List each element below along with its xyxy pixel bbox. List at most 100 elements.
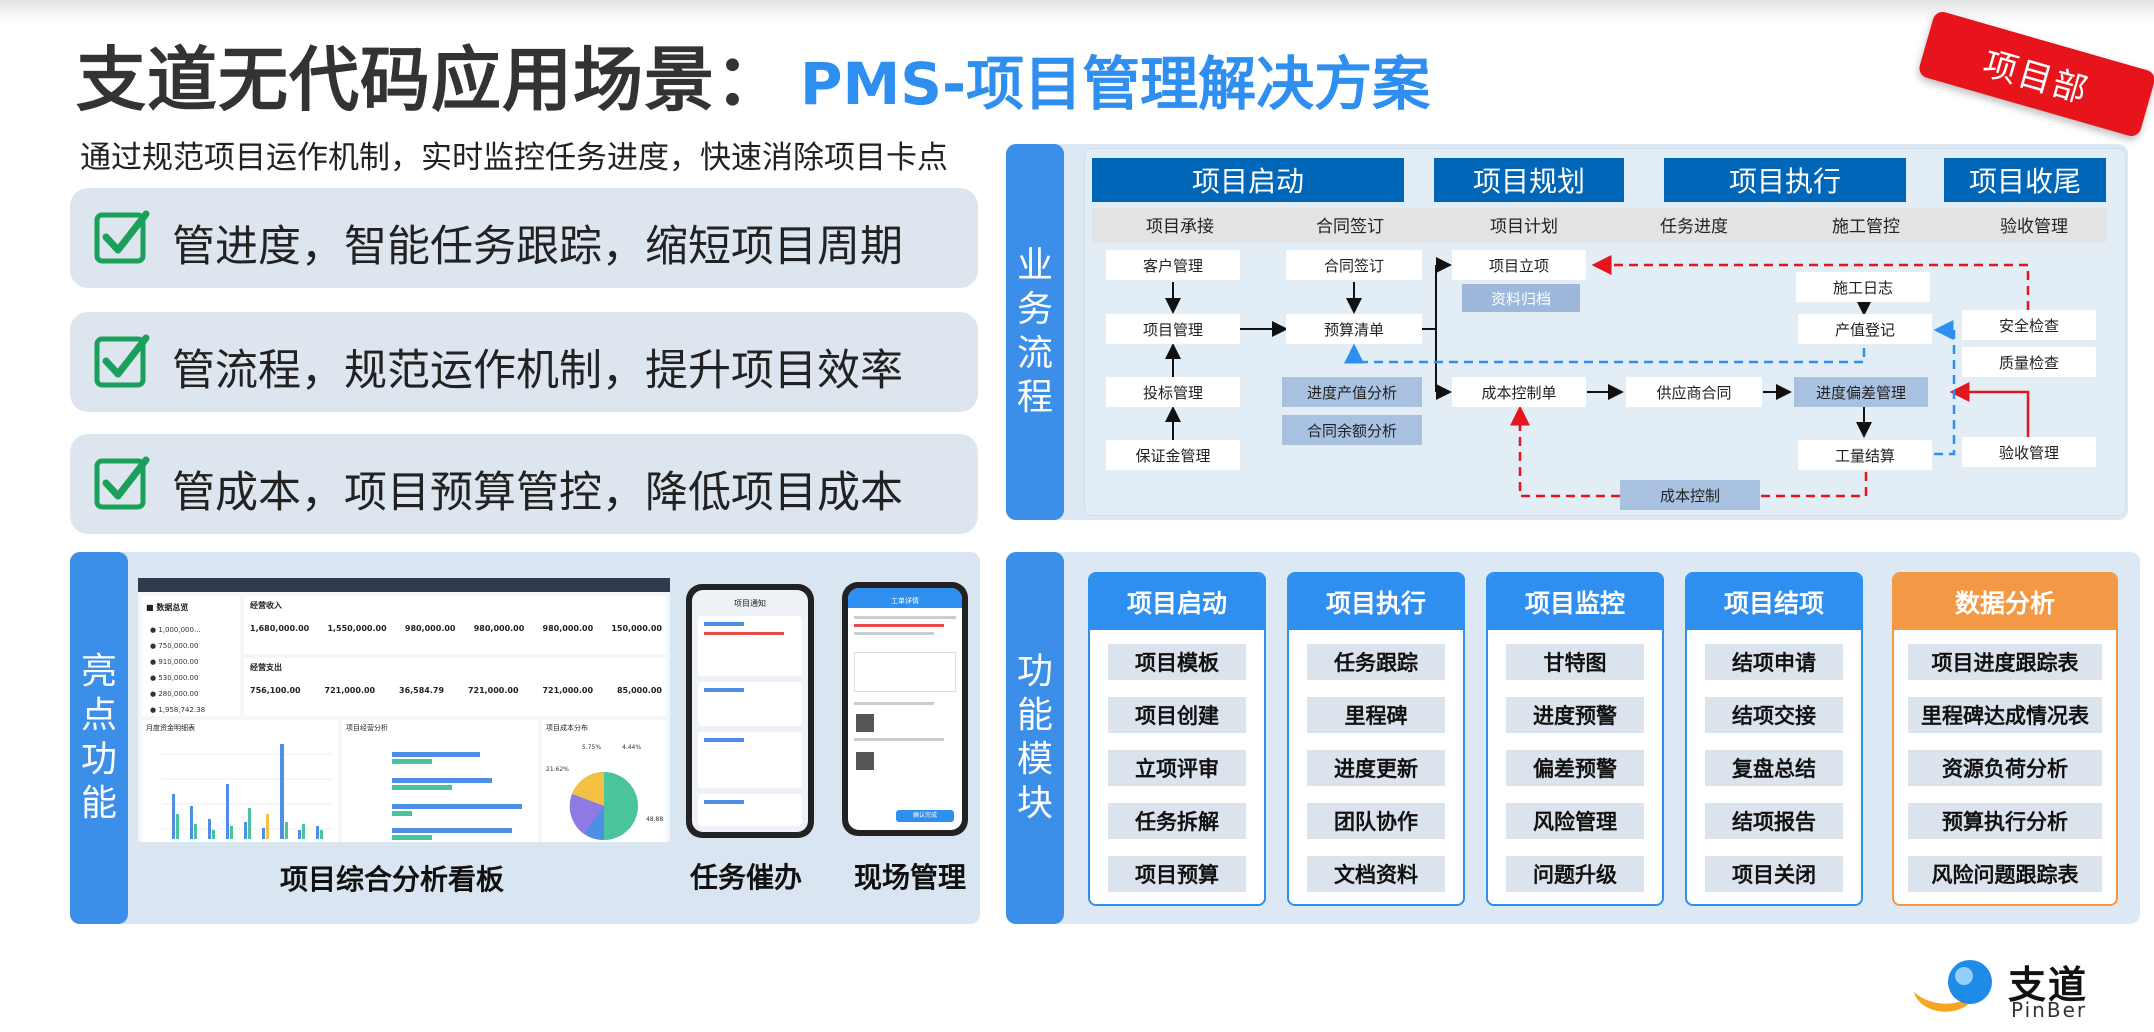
module-item: 复盘总结 [1705,750,1843,786]
expense-value: 756,100.00 [250,686,301,695]
left-value: 530,000.00 [158,674,199,682]
detail-line [854,624,944,627]
stage-label: 合同签订 [1316,217,1384,237]
flow-settlement: 工量结算 [1798,440,1932,470]
flow-contract-balance: 合同余额分析 [1282,415,1422,445]
notice-line [704,688,744,692]
module-item: 预算执行分析 [1908,803,2102,839]
module-item: 结项报告 [1705,803,1843,839]
module-item: 项目创建 [1108,697,1246,733]
module-column-closeout: 项目结项 结项申请 结项交接 复盘总结 结项报告 项目关闭 [1685,572,1863,906]
left-value: 750,000.00 [158,642,199,650]
pie-chart-title: 项目成本分布 [546,724,588,732]
pie-label: 4.44% [622,744,642,751]
module-item: 结项交接 [1705,697,1843,733]
detail-line [854,702,934,705]
expense-title: 经营支出 [250,663,282,672]
page-title: 支道无代码应用场景： PMS-项目管理解决方案 [76,24,1430,121]
hbar-chart-thumbnail [392,752,522,840]
module-item: 结项申请 [1705,644,1843,680]
flow-customer: 客户管理 [1106,250,1240,280]
tab-char: 点 [80,695,117,736]
flow-contract: 合同签订 [1286,250,1422,280]
module-column-title: 项目监控 [1488,574,1662,630]
detail-table [854,652,956,692]
expense-value: 36,584.79 [399,686,445,695]
flow-quality: 质量检查 [1962,347,2096,377]
module-column-title: 项目执行 [1289,574,1463,630]
business-flow-tab: 业 务 流 程 [1006,144,1064,520]
dashboard-navbar [138,578,670,592]
bar-chart-card: 月度资金明细表 [142,720,338,842]
highlight-tab: 亮 点 功 能 [70,552,128,924]
module-item: 团队协作 [1307,803,1445,839]
stage-label: 项目计划 [1490,217,1558,237]
feature-progress: 管进度，智能任务跟踪，缩短项目周期 [70,188,978,288]
income-card: 经营收入 1,680,000.00 1,550,000.00 980,000.0… [244,596,666,654]
notice-line [704,632,784,635]
pie-chart-card: 项目成本分布 5.75% 4.44% 21.62% 48.88 [542,720,666,842]
logo-text-en: PinBer [2011,998,2088,1022]
confirm-button[interactable]: 确认完成 [896,810,954,822]
module-item: 项目进度跟踪表 [1908,644,2102,680]
module-item: 项目关闭 [1705,856,1843,892]
stage-label: 项目承接 [1146,217,1214,237]
title-main: 支道无代码应用场景： [76,39,786,121]
tab-char: 能 [1016,695,1053,736]
module-item: 项目预算 [1108,856,1246,892]
left-value: 1,000,000... [158,626,201,634]
site-photo [856,714,874,732]
income-value: 1,550,000.00 [327,624,387,633]
tab-char: 程 [1016,377,1053,418]
income-value: 150,000.00 [611,624,662,633]
phone-site-management: 工单详情 确认完成 [842,582,968,836]
left-value: 910,000.00 [158,658,199,666]
pie-label: 5.75% [582,744,602,751]
caption-dashboard: 项目综合分析看板 [280,863,505,896]
notice-card [698,616,802,676]
income-value: 980,000.00 [404,624,456,633]
flow-archive: 资料归档 [1462,284,1580,312]
income-values: 1,680,000.00 1,550,000.00 980,000.00 980… [250,624,662,633]
phase-start: 项目启动 [1092,158,1404,202]
income-value: 980,000.00 [473,624,525,633]
module-item: 偏差预警 [1506,750,1644,786]
flow-project-setup: 项目立项 [1452,250,1586,280]
expense-value: 721,000.00 [467,686,519,695]
expense-value: 721,000.00 [324,686,376,695]
income-value: 1,680,000.00 [250,624,310,633]
phase-plan: 项目规划 [1434,158,1624,202]
tab-char: 亮 [80,651,117,692]
detail-line [854,616,956,619]
tab-char: 模 [1016,739,1053,780]
logo-mark-icon [1914,960,1992,1012]
flow-acceptance: 验收管理 [1962,437,2096,467]
module-item: 甘特图 [1506,644,1644,680]
phone-task-reminder: 项目通知 [686,584,814,838]
left-value: 1,958,742.38 [158,706,206,714]
module-column-title: 数据分析 [1894,574,2116,630]
phase-execute: 项目执行 [1664,158,1906,202]
phone1-title: 项目通知 [734,599,766,608]
notice-line [704,622,744,626]
phone2-title: 工单详情 [848,588,962,608]
expense-card: 经营支出 756,100.00 721,000.00 36,584.79 721… [244,658,666,716]
tab-char: 能 [80,783,117,824]
feature-cost: 管成本，项目预算管控，降低项目成本 [70,434,978,534]
module-item: 任务跟踪 [1307,644,1445,680]
module-item: 项目模板 [1108,644,1246,680]
module-item: 进度预警 [1506,697,1644,733]
module-column-execute: 项目执行 任务跟踪 里程碑 进度更新 团队协作 文档资料 [1287,572,1465,906]
expense-value: 85,000.00 [616,686,662,695]
hbar-chart-card: 项目经营分析 [342,720,538,842]
pie-chart-thumbnail [569,771,638,841]
module-item: 任务拆解 [1108,803,1246,839]
flow-output-register: 产值登记 [1798,314,1932,344]
bar-chart-title: 月度资金明细表 [146,724,195,732]
phase-close: 项目收尾 [1944,158,2106,202]
notice-line [704,800,744,804]
tab-char: 功 [1016,651,1053,692]
detail-line [854,738,944,741]
module-item: 里程碑 [1307,697,1445,733]
